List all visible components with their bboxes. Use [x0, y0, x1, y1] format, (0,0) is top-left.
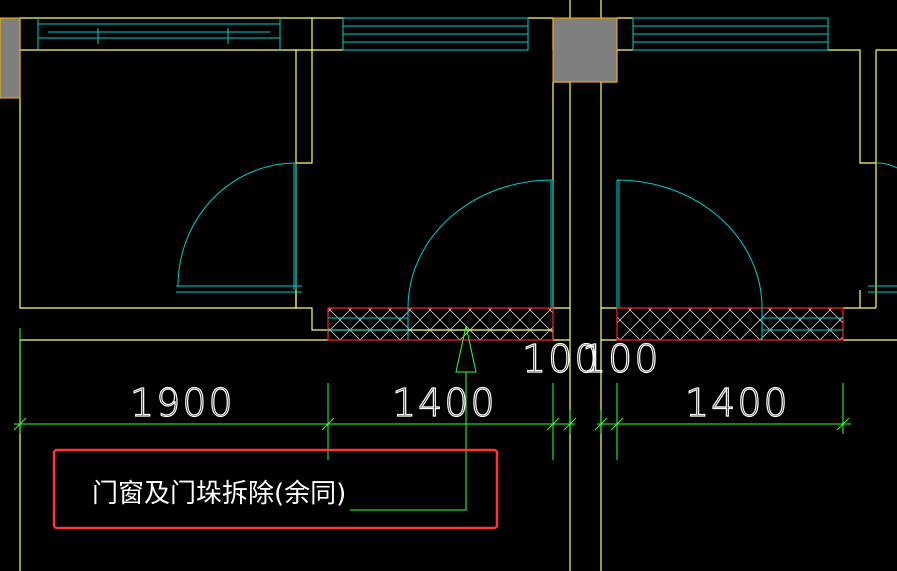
demolition-zones [327, 307, 844, 341]
dimension-extension-lines [19, 328, 844, 460]
wall-right-far [828, 49, 897, 309]
door-far-right-sill [868, 285, 897, 293]
door-left-swing-icon [177, 162, 297, 287]
demolition-door-jamb-lines [328, 308, 843, 340]
column-middle [552, 17, 618, 83]
dimension-text-100-left: 100 [522, 337, 601, 381]
door-middle-leaf [550, 180, 554, 308]
annotation-text: 门窗及门垛拆除(余同) [92, 479, 346, 509]
window-left [37, 18, 281, 50]
door-right-swing-icon [616, 179, 763, 309]
dimension-text-100-right: 100 [582, 337, 661, 381]
dimension-ticks [13, 417, 850, 431]
window-middle-lines [343, 25, 528, 43]
door-middle-swing-icon [407, 179, 554, 309]
door-far-right-swing-icon [875, 162, 897, 169]
column-left [0, 17, 21, 99]
demolition-zone-left [327, 307, 554, 341]
doors [176, 162, 897, 309]
dimension-text-1400-left: 1400 [392, 381, 497, 425]
window-right-lines [633, 25, 828, 43]
demolition-zone-right [616, 307, 844, 341]
annotation-highlight-box [52, 448, 499, 530]
leader-arrow-icon [350, 325, 477, 511]
dimension-lines [13, 325, 851, 511]
door-left-leaf [176, 163, 302, 293]
door-right-leaf [616, 180, 620, 308]
windows [37, 17, 829, 51]
wall-middle-right [552, 81, 570, 309]
wall-left-room [19, 18, 313, 309]
dimension-text-1900: 1900 [130, 381, 235, 425]
walls [19, 0, 897, 571]
dimension-text-1400-right: 1400 [685, 381, 790, 425]
